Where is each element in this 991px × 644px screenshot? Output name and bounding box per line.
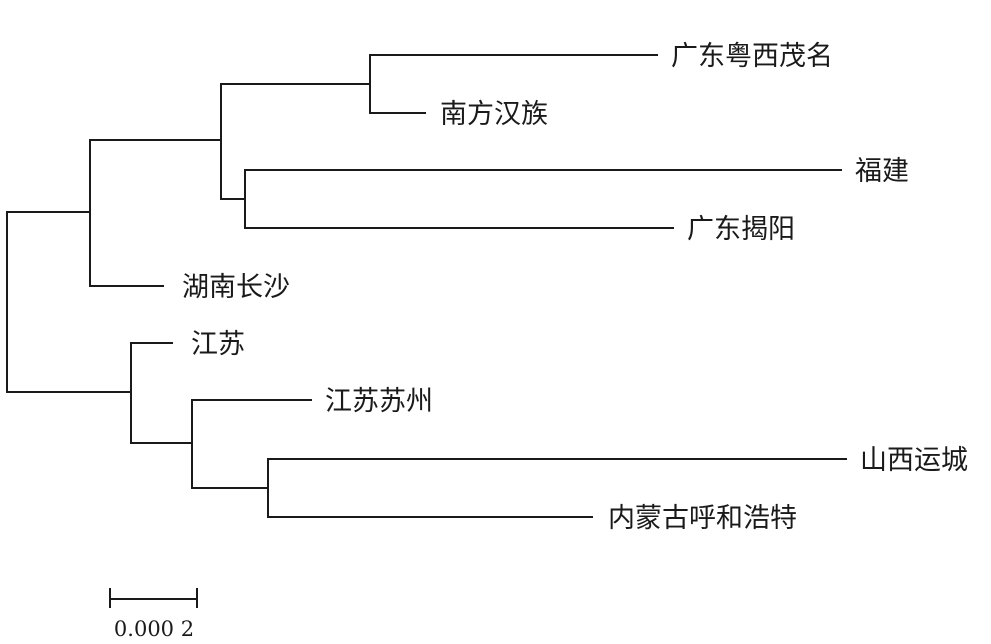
- tip-label-gd-yuexi-maoming: 广东粤西茂名: [671, 41, 833, 72]
- tip-label-hunan-changsha: 湖南长沙: [182, 272, 290, 303]
- tip-label-jiangsu-suzhou: 江苏苏州: [325, 386, 433, 417]
- tip-label-nmg-hohhot: 内蒙古呼和浩特: [608, 503, 797, 534]
- tip-label-fujian: 福建: [855, 156, 909, 187]
- scale-bar-label: 0.000 2: [114, 617, 194, 641]
- tree-branches: [6, 54, 847, 518]
- tip-label-shanxi-yuncheng: 山西运城: [860, 445, 968, 476]
- tip-labels: 广东粤西茂名 南方汉族 福建 广东揭阳 湖南长沙 江苏 江苏苏州 山西运城 内蒙…: [182, 41, 968, 534]
- scale-bar: 0.000 2: [109, 588, 198, 641]
- tip-label-jiangsu: 江苏: [191, 329, 245, 360]
- tip-label-gd-jieyang: 广东揭阳: [687, 214, 795, 245]
- tip-label-southern-han: 南方汉族: [440, 99, 548, 130]
